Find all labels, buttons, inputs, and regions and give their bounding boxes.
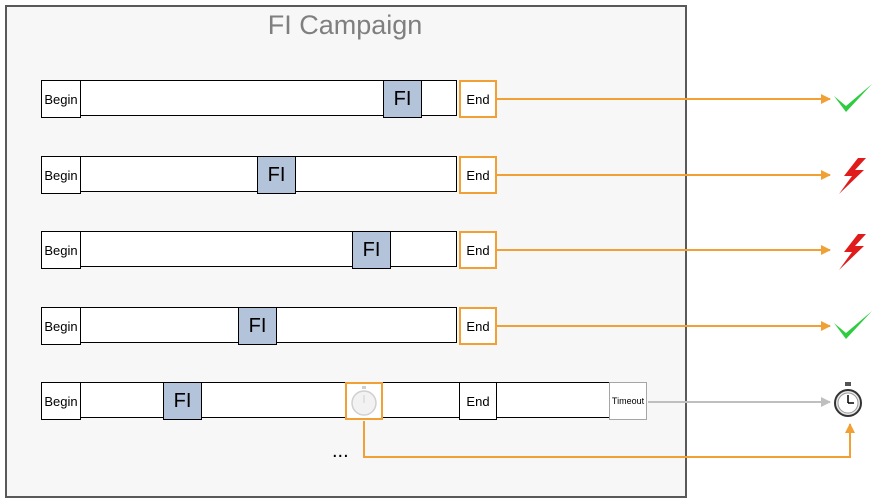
run-bar-2 bbox=[41, 156, 457, 192]
timer-arrow bbox=[363, 421, 855, 458]
fi-block: FI bbox=[383, 80, 422, 118]
begin-block: Begin bbox=[41, 156, 81, 194]
end-block: End bbox=[459, 382, 497, 420]
begin-block: Begin bbox=[41, 382, 81, 420]
run-bar-5 bbox=[41, 382, 647, 418]
end-block: End bbox=[459, 80, 497, 118]
timeout-block: Timeout bbox=[609, 382, 647, 420]
end-block: End bbox=[459, 307, 497, 345]
stopwatch-icon bbox=[834, 382, 862, 417]
checkmark-icon bbox=[834, 311, 872, 339]
campaign-title: FI Campaign bbox=[267, 10, 423, 40]
begin-block: Begin bbox=[41, 80, 81, 118]
end-block: End bbox=[459, 231, 497, 269]
fi-block: FI bbox=[352, 231, 391, 269]
lightning-icon bbox=[839, 158, 866, 194]
end-block: End bbox=[459, 156, 497, 194]
lightning-icon bbox=[839, 234, 866, 270]
begin-block: Begin bbox=[41, 307, 81, 345]
fi-block: FI bbox=[163, 382, 202, 420]
begin-block: Begin bbox=[41, 231, 81, 269]
checkmark-icon bbox=[834, 84, 872, 112]
fi-block: FI bbox=[238, 307, 277, 345]
fi-block: FI bbox=[257, 156, 296, 194]
more-runs-ellipsis: ... bbox=[332, 440, 349, 462]
stopwatch-icon bbox=[351, 386, 377, 416]
timer-block bbox=[345, 382, 383, 420]
